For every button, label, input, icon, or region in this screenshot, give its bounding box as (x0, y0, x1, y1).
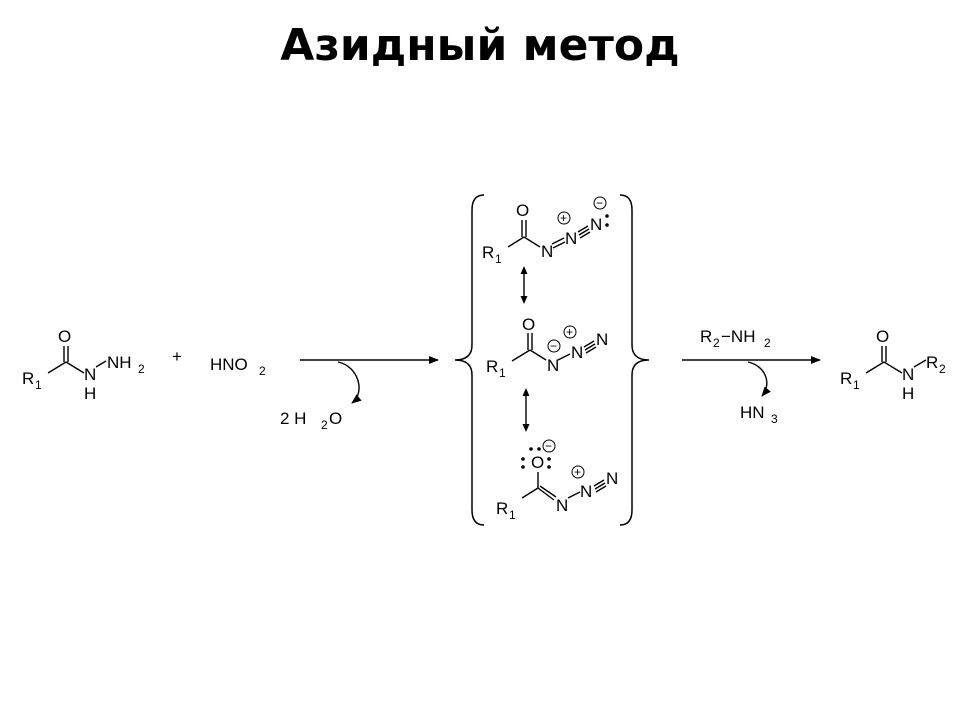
hydrazide-molecule: O R 1 N H NH 2 (22, 327, 145, 403)
svg-text:O: O (876, 327, 889, 346)
svg-text:R: R (840, 369, 852, 388)
svg-text:+: + (560, 211, 567, 225)
left-brace (454, 194, 485, 526)
svg-text:2 H: 2 H (280, 409, 306, 428)
svg-text:1: 1 (495, 252, 502, 266)
svg-text:2: 2 (764, 336, 771, 350)
nitrous-acid: HNO 2 (210, 355, 266, 378)
acyl-azide-resonance-1: O R 1 N N N + − (482, 196, 609, 266)
water-byproduct: 2 H 2 O (280, 409, 342, 432)
svg-text:2: 2 (321, 418, 328, 432)
svg-text:R: R (700, 327, 712, 346)
right-brace (619, 194, 650, 526)
svg-text:R: R (496, 499, 508, 518)
svg-text:O: O (516, 201, 529, 220)
svg-text:O: O (329, 409, 342, 428)
svg-text:N: N (596, 330, 608, 349)
svg-text:−NH: −NH (721, 327, 755, 346)
svg-text:3: 3 (771, 412, 778, 426)
svg-text:N: N (571, 343, 583, 362)
amide-product: O R 1 N H R 2 (840, 327, 946, 403)
svg-text:+: + (574, 465, 581, 479)
hydrazide-nh2: NH (107, 353, 132, 372)
hydrazide-r1: R (22, 369, 34, 388)
svg-text:R: R (926, 353, 938, 372)
svg-text:N: N (902, 365, 914, 384)
svg-text:N: N (565, 229, 577, 248)
svg-text:−: − (596, 196, 603, 210)
svg-text:N: N (580, 482, 592, 501)
reaction-arrow-1 (300, 356, 439, 404)
svg-text:R: R (482, 243, 494, 262)
amine-reagent: R 2 −NH 2 (700, 327, 771, 350)
svg-text:H: H (902, 384, 914, 403)
acyl-azide-resonance-3: O R 1 N N N − + (496, 439, 618, 522)
hydrazide-hydrogen: H (84, 384, 96, 403)
svg-text:N: N (541, 242, 553, 261)
svg-text:1: 1 (499, 366, 506, 380)
slide-title: Азидный метод (280, 20, 680, 71)
svg-text:−: − (545, 439, 552, 453)
svg-text:+: + (566, 325, 573, 339)
hydrazide-nitrogen: N (84, 365, 96, 384)
svg-text:HNO: HNO (210, 355, 248, 374)
svg-text:N: N (590, 215, 602, 234)
reaction-arrow-2 (682, 356, 821, 397)
svg-text:R: R (486, 357, 498, 376)
svg-text:1: 1 (35, 378, 42, 392)
svg-text:−: − (550, 339, 557, 353)
svg-text:N: N (556, 496, 568, 515)
svg-text:2: 2 (713, 336, 720, 350)
svg-text:2: 2 (259, 364, 266, 378)
hydrazide-oxygen: O (58, 327, 71, 346)
acyl-azide-resonance-2: O R 1 N N N − + (486, 315, 608, 380)
svg-text:1: 1 (853, 378, 860, 392)
svg-text:HN: HN (740, 403, 765, 422)
hydrazoic-acid-byproduct: HN 3 (740, 403, 778, 426)
svg-text:O: O (531, 453, 544, 472)
svg-text:2: 2 (939, 362, 946, 376)
svg-text:N: N (606, 469, 618, 488)
svg-text:2: 2 (138, 362, 145, 376)
plus-sign: + (172, 347, 182, 366)
svg-text:N: N (547, 356, 559, 375)
svg-text:1: 1 (509, 508, 516, 522)
svg-text:O: O (522, 315, 535, 334)
